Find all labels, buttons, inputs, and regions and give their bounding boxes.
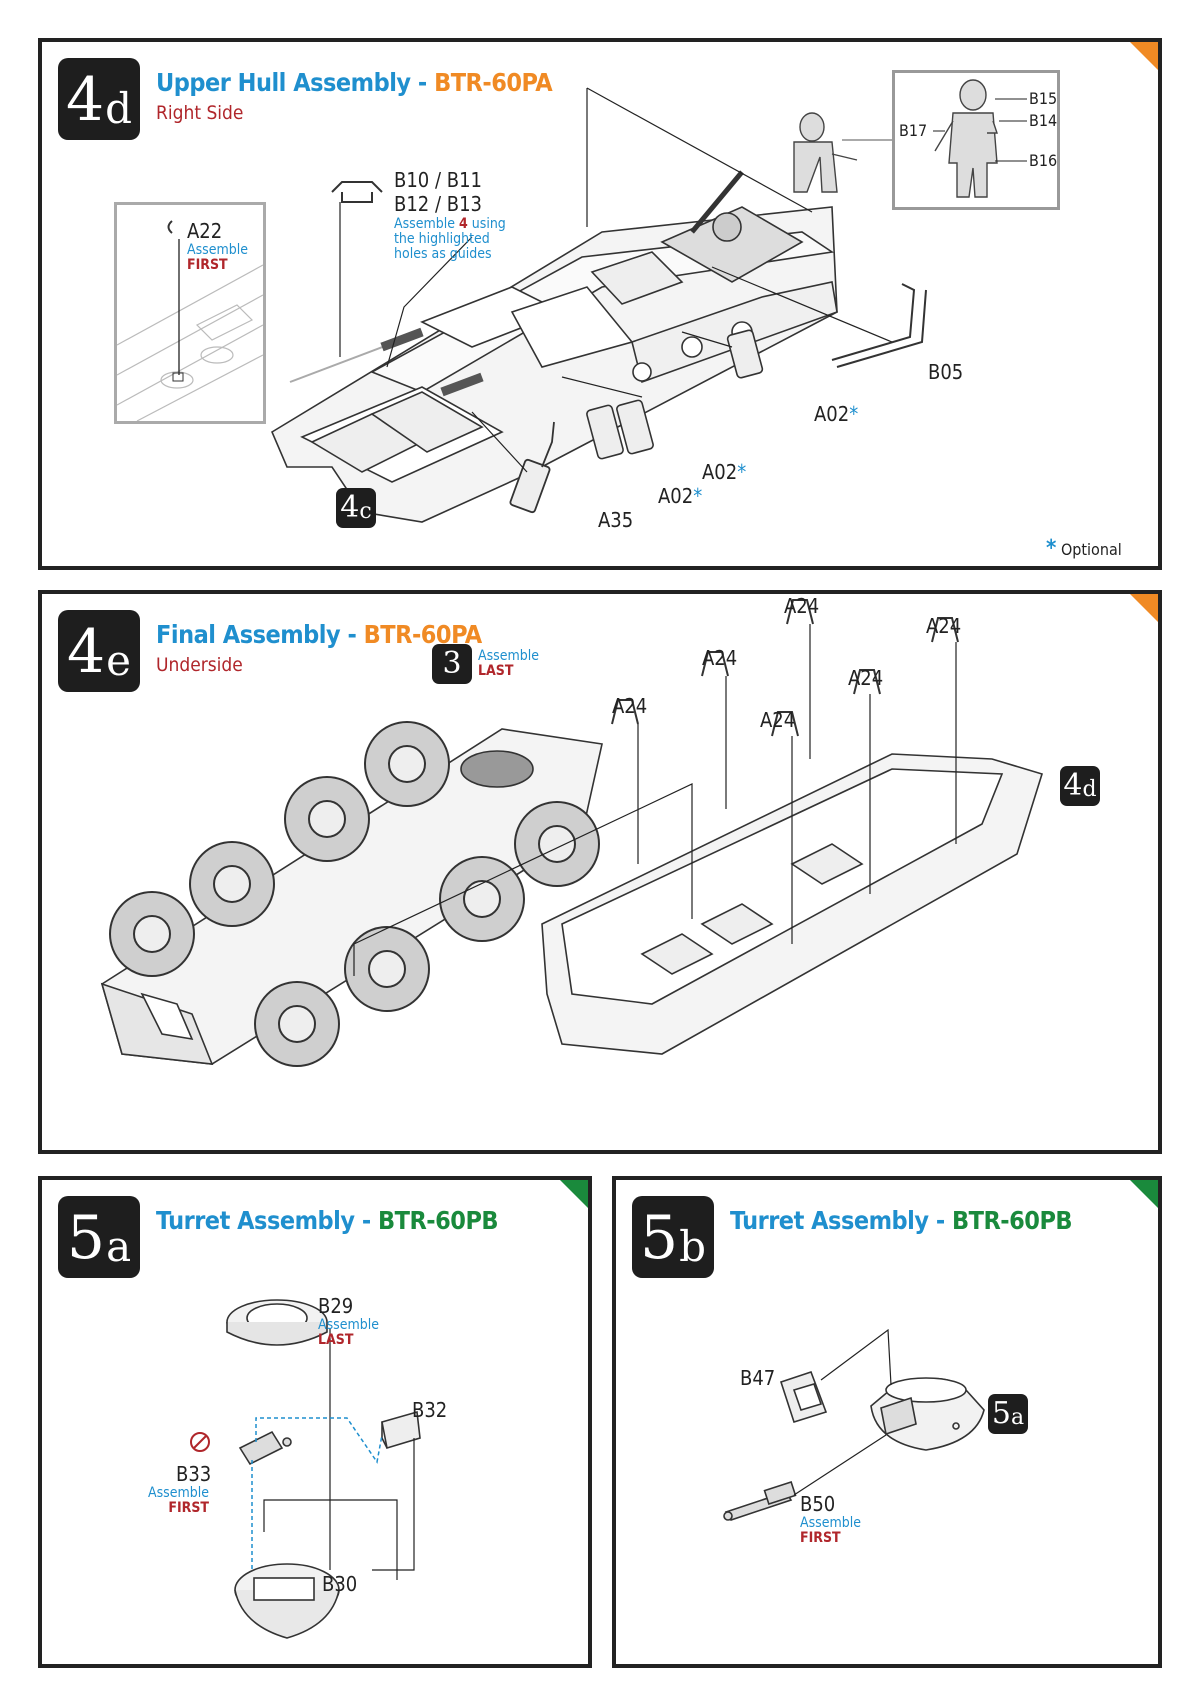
- step-subtitle: Right Side: [156, 102, 244, 124]
- turret-5a-illustration: [190, 1299, 421, 1639]
- part-label-b29: B29: [318, 1294, 354, 1318]
- part-label-b50: B50: [800, 1492, 836, 1516]
- optional-legend: * Optional: [1046, 536, 1122, 561]
- part-label-b32: B32: [412, 1398, 448, 1422]
- part-label-b30: B30: [322, 1572, 358, 1596]
- part-label-b33: B33: [176, 1462, 212, 1486]
- part-label-b15: B15: [1029, 89, 1058, 108]
- part-label-a02-optional: A02*: [702, 460, 747, 484]
- part-label-a35: A35: [598, 508, 634, 532]
- reference-badge-3: 3: [432, 644, 472, 684]
- part-label-b17: B17: [899, 121, 928, 140]
- part-label-b16: B16: [1029, 151, 1058, 170]
- part-label-a24: A24: [926, 614, 962, 638]
- variant-corner-marker: [1130, 42, 1158, 70]
- turret-5b-illustration: [723, 1328, 985, 1521]
- part-label-b14: B14: [1029, 111, 1058, 130]
- part-label-a24: A24: [702, 646, 738, 670]
- step-title: Turret Assembly - BTR-60PB: [730, 1206, 1073, 1235]
- part-label-b10-b11: B10 / B11: [394, 168, 482, 192]
- part-label-a24: A24: [612, 694, 648, 718]
- hull-illustration: [270, 87, 927, 523]
- part-label-a02-optional: A02*: [814, 402, 859, 426]
- step-title: Turret Assembly - BTR-60PB: [156, 1206, 499, 1235]
- crew-figure-box: B17 B15 B14 B16: [892, 70, 1060, 210]
- part-label-b05: B05: [928, 360, 964, 384]
- part-label-a02-optional: A02*: [658, 484, 703, 508]
- part-label-a24: A24: [784, 594, 820, 618]
- part-label-a24: A24: [760, 708, 796, 732]
- variant-corner-marker: [1130, 594, 1158, 622]
- step-title: Final Assembly - BTR-60PA: [156, 620, 482, 649]
- part-label-a24: A24: [848, 666, 884, 690]
- underside-illustration: [100, 599, 1044, 1067]
- step-title: Upper Hull Assembly - BTR-60PA: [156, 68, 553, 97]
- variant-corner-marker: [560, 1180, 588, 1208]
- parts-note-highlighted-holes: Assemble 4 using the highlighted holes a…: [394, 216, 506, 262]
- part-label-a22: A22: [187, 219, 223, 243]
- part-label-b12-b13: B12 / B13: [394, 192, 482, 216]
- variant-corner-marker: [1130, 1180, 1158, 1208]
- step-subtitle: Underside: [156, 654, 243, 676]
- part-label-b47: B47: [740, 1366, 776, 1390]
